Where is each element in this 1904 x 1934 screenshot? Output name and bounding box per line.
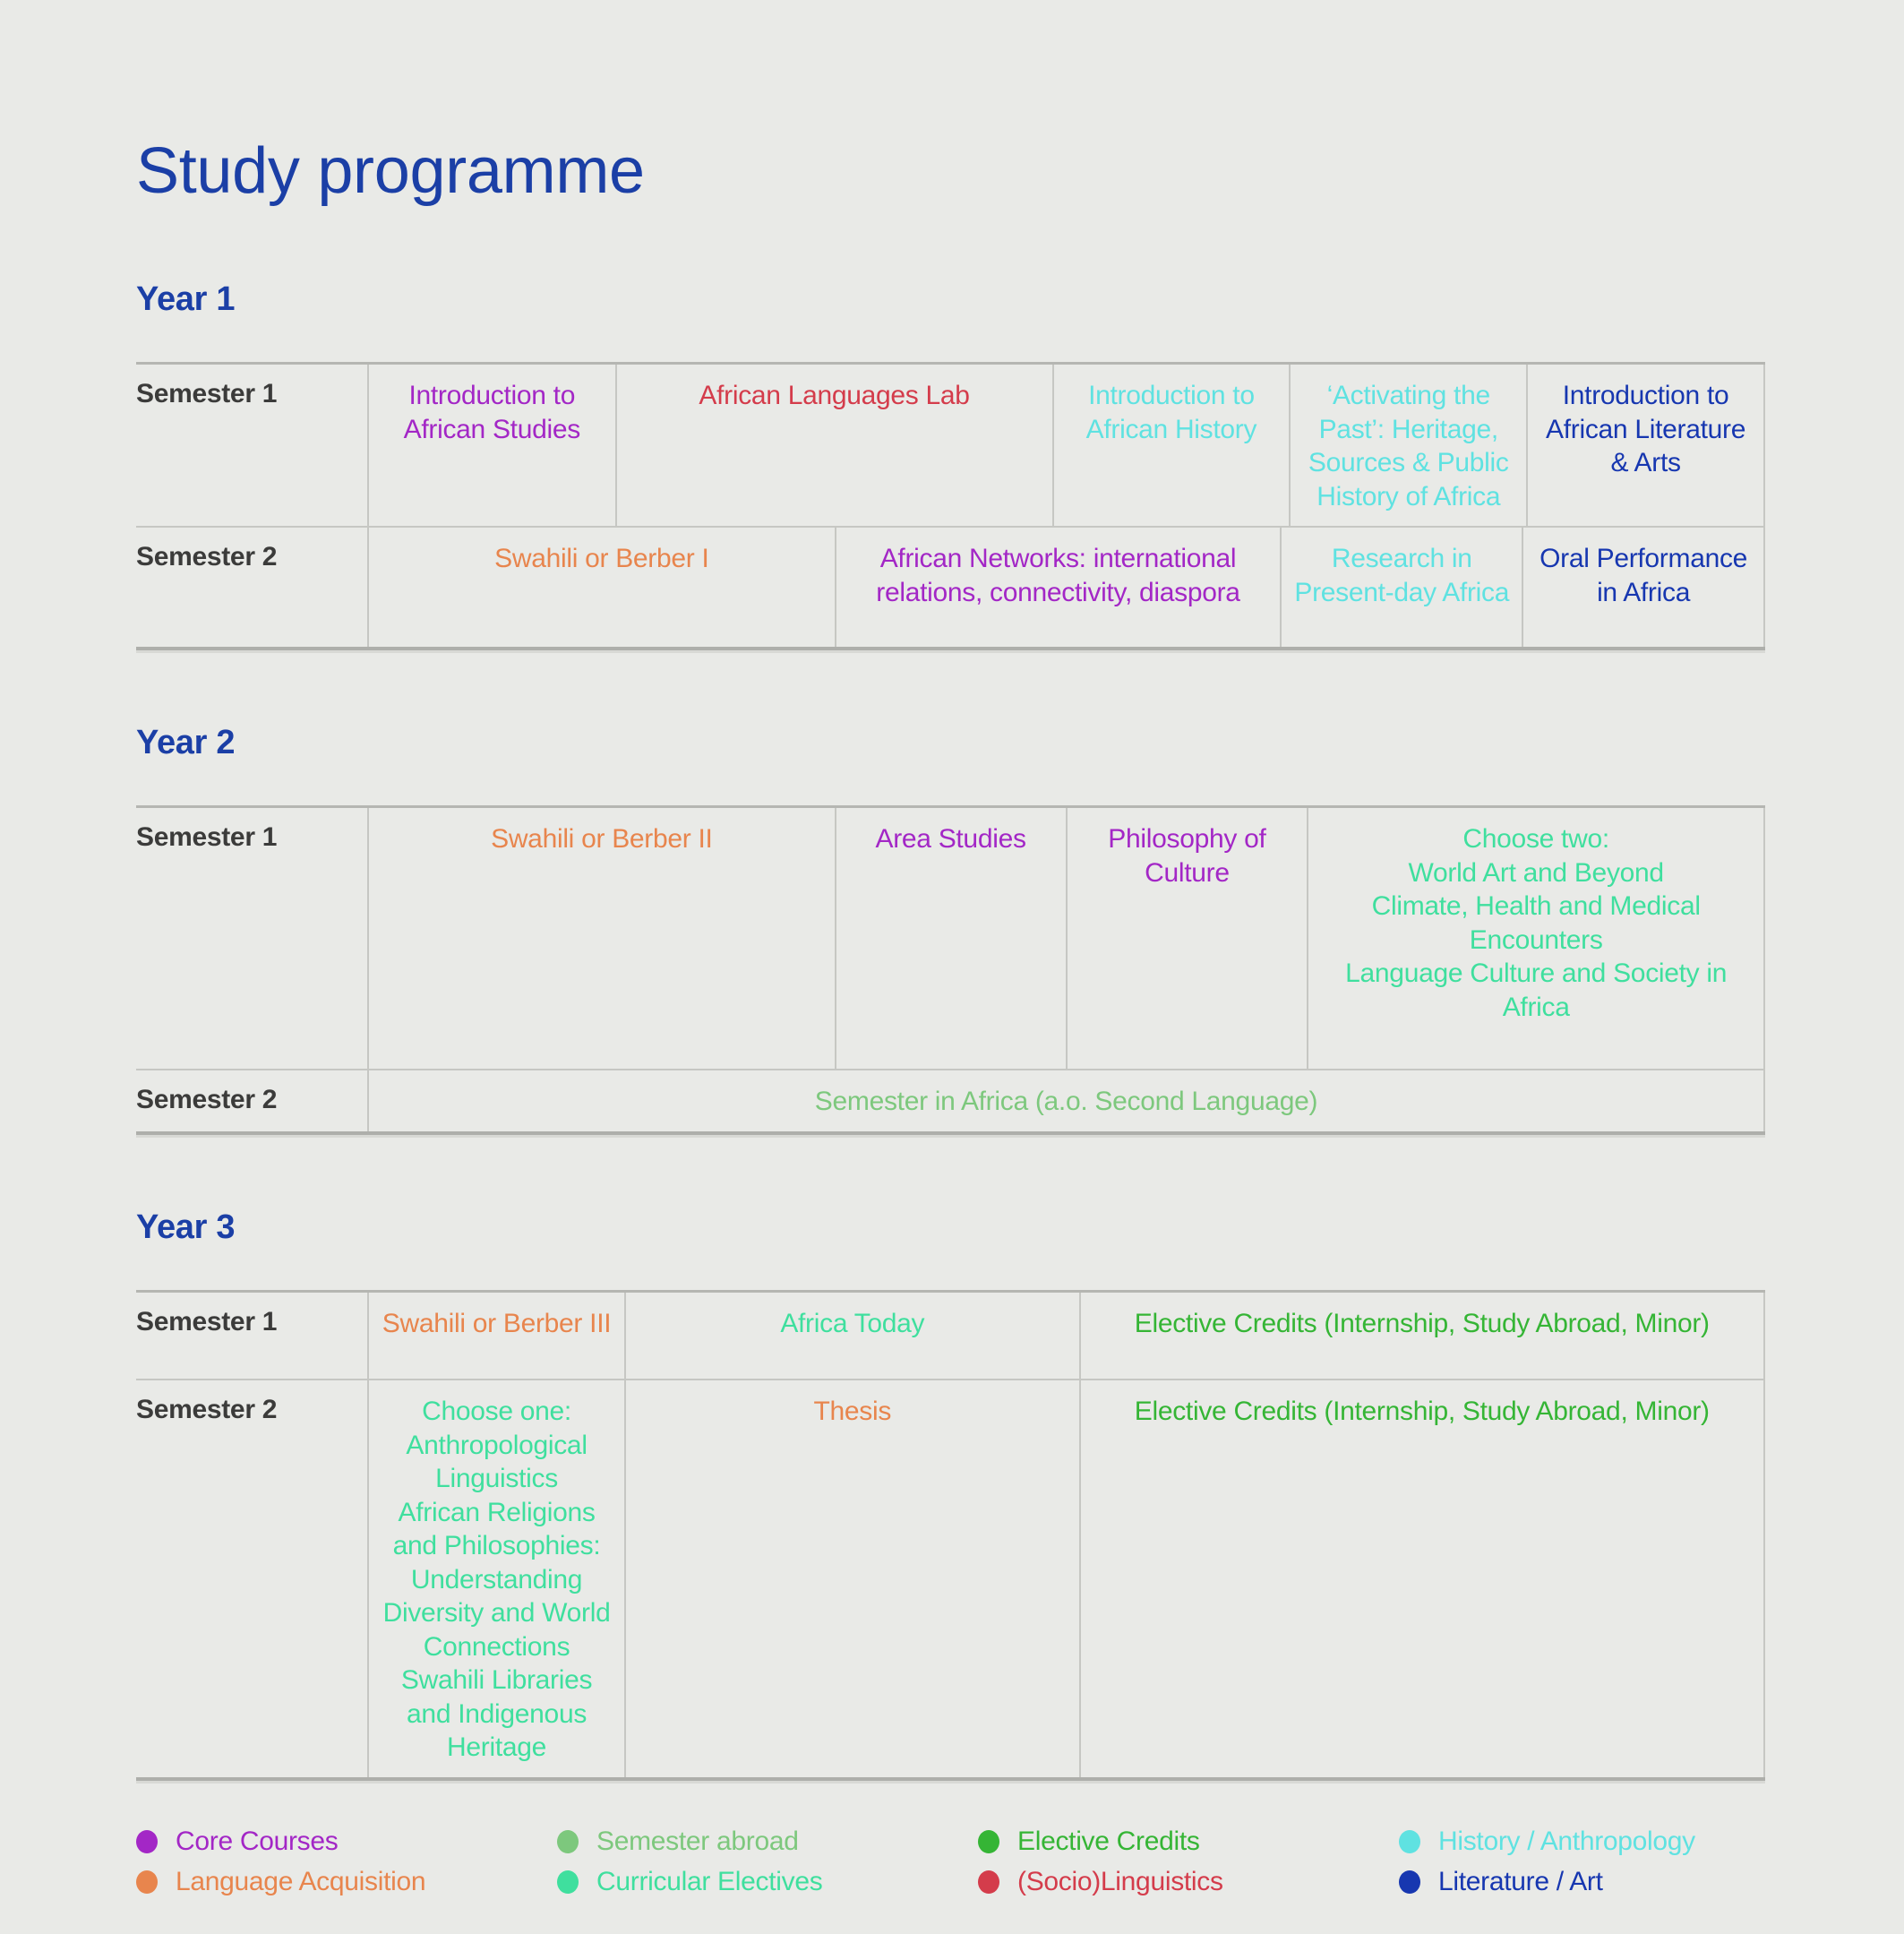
course-cell: African Languages Lab: [614, 365, 1052, 527]
course-cell: Oral Performance in Africa: [1522, 528, 1765, 648]
legend-color-dot-icon: [557, 1870, 579, 1894]
year-title: Year 3: [136, 1208, 236, 1247]
course-cell: Philosophy of Culture: [1065, 808, 1308, 1070]
course-cell: Introduction to African Studies: [367, 365, 615, 527]
legend-label: Language Acquisition: [176, 1866, 426, 1896]
semester-row: Semester 2 Semester in Africa (a.o. Secon…: [136, 1070, 1765, 1132]
semester-row: Semester 1 Introduction to African Studie…: [136, 365, 1765, 529]
legend-item: Curricular Electives: [557, 1866, 978, 1898]
year-title: Year 2: [136, 724, 236, 762]
legend-item: Language Acquisition: [136, 1866, 557, 1898]
legend-color-dot-icon: [978, 1829, 999, 1853]
legend-color-dot-icon: [136, 1870, 158, 1894]
legend-color-dot-icon: [1399, 1870, 1420, 1894]
semester-label: Semester 1: [136, 379, 278, 409]
semester-row: Semester 2 Choose one: Anthropological Li…: [136, 1380, 1765, 1777]
course-cell: Research in Present-day Africa: [1280, 528, 1522, 648]
course-cell: Elective Credits (Internship, Study Abro…: [1078, 1293, 1765, 1380]
page-title: Study programme: [136, 135, 645, 207]
legend-item: Elective Credits: [978, 1826, 1399, 1858]
course-cell: Semester in Africa (a.o. Second Language…: [367, 1070, 1765, 1132]
course-cell: Swahili or Berber I: [367, 528, 835, 648]
course-cell: Elective Credits (Internship, Study Abro…: [1078, 1380, 1765, 1777]
legend-item: (Socio)Linguistics: [978, 1866, 1399, 1898]
legend-label: Core Courses: [176, 1826, 339, 1856]
course-cell: Choose one: Anthropological Linguistics …: [367, 1380, 624, 1777]
legend-label: Elective Credits: [1017, 1826, 1200, 1856]
legend-label: Curricular Electives: [596, 1866, 823, 1896]
legend-label: History / Anthropology: [1438, 1826, 1695, 1856]
legend-color-dot-icon: [557, 1829, 579, 1853]
programme-table: Semester 1 Introduction to African Studie…: [136, 362, 1765, 651]
legend-color-dot-icon: [978, 1870, 999, 1894]
course-cell: Africa Today: [624, 1293, 1078, 1380]
course-cell: Area Studies: [834, 808, 1066, 1070]
legend-label: (Socio)Linguistics: [1017, 1866, 1223, 1896]
study-programme: Year 1 Semester 1 Introduction to African …: [136, 280, 1765, 1781]
semester-label: Semester 2: [136, 542, 278, 572]
course-cell: Swahili or Berber III: [367, 1293, 624, 1380]
semester-label: Semester 2: [136, 1085, 278, 1115]
legend-item: Semester abroad: [557, 1826, 978, 1858]
course-cell: Introduction to African Literature & Art…: [1526, 365, 1765, 527]
legend-item: Core Courses: [136, 1826, 557, 1858]
year-section: Year 1 Semester 1 Introduction to African …: [136, 280, 1765, 651]
semester-label: Semester 1: [136, 1307, 278, 1337]
course-cell: Choose two: World Art and Beyond Climate…: [1307, 808, 1765, 1070]
legend-label: Literature / Art: [1438, 1866, 1603, 1896]
course-cell: Thesis: [624, 1380, 1078, 1777]
course-cell: Swahili or Berber II: [367, 808, 835, 1070]
legend-color-dot-icon: [136, 1829, 158, 1853]
semester-label: Semester 1: [136, 822, 278, 853]
course-cell: Introduction to African History: [1051, 365, 1290, 527]
legend-label: Semester abroad: [596, 1826, 799, 1856]
course-cell: ‘Activating the Past’: Heritage, Sources…: [1289, 365, 1526, 527]
year-title: Year 1: [136, 280, 236, 319]
course-cell: African Networks: international relation…: [834, 528, 1281, 648]
legend-color-dot-icon: [1399, 1829, 1420, 1853]
semester-label: Semester 2: [136, 1395, 278, 1425]
legend-column: Elective Credits (Socio)Linguistics: [978, 1826, 1399, 1898]
legend-item: Literature / Art: [1399, 1866, 1765, 1898]
legend-item: History / Anthropology: [1399, 1826, 1765, 1858]
